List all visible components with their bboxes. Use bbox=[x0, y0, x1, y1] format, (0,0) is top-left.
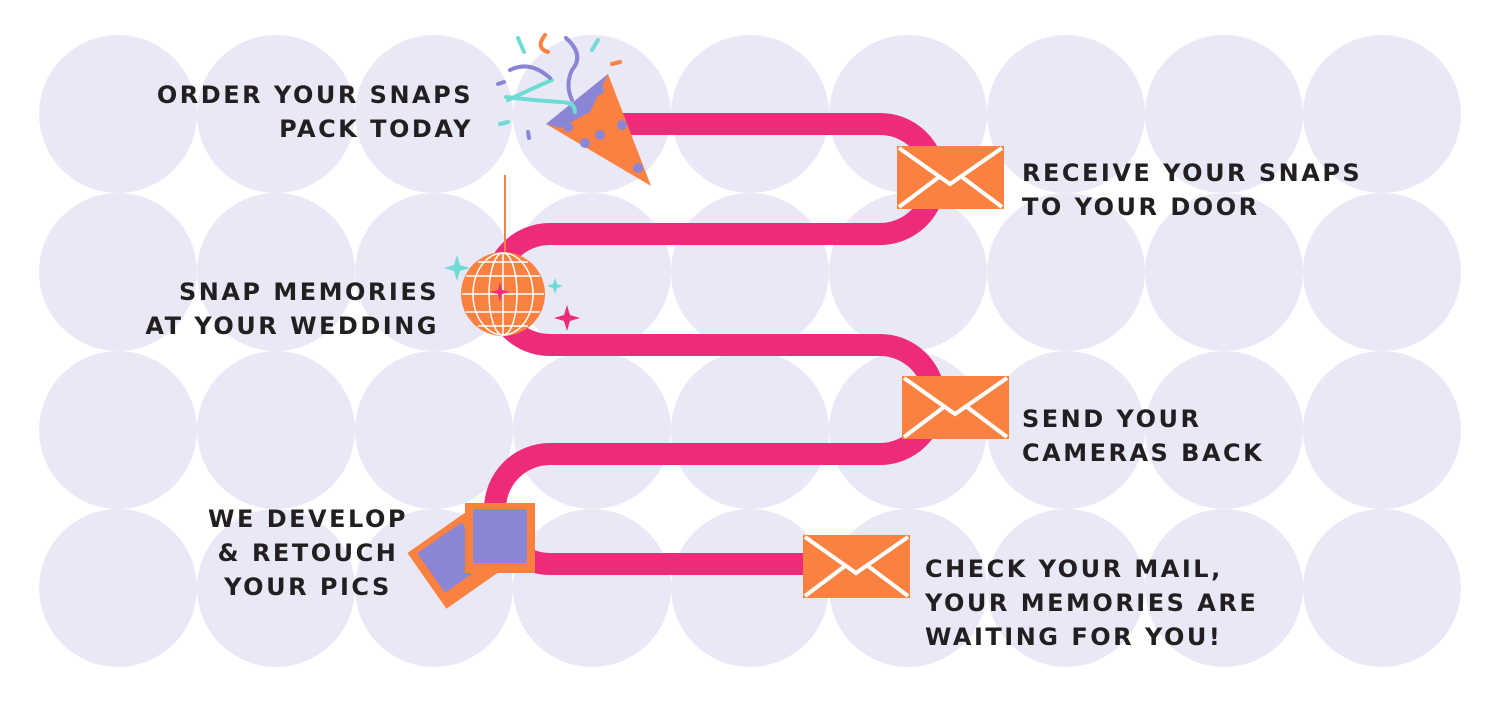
background-circle bbox=[39, 351, 197, 509]
step-receive-label: RECEIVE YOUR SNAPS TO YOUR DOOR bbox=[1022, 156, 1362, 224]
step-order-label: ORDER YOUR SNAPS PACK TODAY bbox=[157, 78, 473, 146]
background-circle bbox=[1303, 351, 1461, 509]
label-line: RECEIVE YOUR SNAPS bbox=[1022, 159, 1363, 187]
photos-icon bbox=[407, 503, 535, 609]
envelope-icon bbox=[803, 535, 910, 598]
label-line: SNAP MEMORIES bbox=[178, 278, 439, 306]
background-circle bbox=[1145, 351, 1303, 509]
background-circle bbox=[39, 509, 197, 667]
label-line: AT YOUR WEDDING bbox=[145, 312, 439, 340]
background-circle bbox=[987, 509, 1145, 667]
background-circle bbox=[355, 35, 513, 193]
background-circle bbox=[197, 351, 355, 509]
label-line: YOUR MEMORIES ARE bbox=[925, 589, 1259, 617]
background-circle bbox=[671, 509, 829, 667]
step-check-mail-label: CHECK YOUR MAIL, YOUR MEMORIES ARE WAITI… bbox=[925, 552, 1258, 654]
background-circle bbox=[1303, 35, 1461, 193]
label-line: WE DEVELOP bbox=[208, 505, 408, 533]
label-line: ORDER YOUR SNAPS bbox=[156, 81, 473, 109]
background-circle bbox=[355, 351, 513, 509]
label-line: TO YOUR DOOR bbox=[1022, 193, 1260, 221]
step-develop-label: WE DEVELOP & RETOUCH YOUR PICS bbox=[208, 502, 408, 604]
background-circle bbox=[39, 35, 197, 193]
label-line: CHECK YOUR MAIL, bbox=[925, 555, 1223, 583]
background-circle bbox=[1145, 193, 1303, 351]
background-circle bbox=[987, 351, 1145, 509]
envelope-icon bbox=[902, 376, 1009, 439]
background-circle bbox=[197, 193, 355, 351]
step-send-label: SEND YOUR CAMERAS BACK bbox=[1022, 402, 1264, 470]
background-circle bbox=[987, 193, 1145, 351]
step-snap-label: SNAP MEMORIES AT YOUR WEDDING bbox=[145, 275, 439, 343]
envelope-icon bbox=[897, 146, 1004, 209]
background-circle bbox=[1303, 193, 1461, 351]
background-circle bbox=[39, 193, 197, 351]
background-circle bbox=[197, 509, 355, 667]
label-line: PACK TODAY bbox=[279, 115, 473, 143]
background-circle bbox=[513, 509, 671, 667]
background-circle bbox=[671, 193, 829, 351]
background-circle bbox=[1145, 509, 1303, 667]
label-line: SEND YOUR bbox=[1022, 405, 1202, 433]
background-circle bbox=[1145, 35, 1303, 193]
background-circle bbox=[513, 351, 671, 509]
background-circle bbox=[1303, 509, 1461, 667]
disco-ball-icon bbox=[444, 175, 580, 336]
background-circle bbox=[671, 351, 829, 509]
background-circle bbox=[987, 35, 1145, 193]
label-line: WAITING FOR YOU! bbox=[925, 623, 1223, 651]
party-popper-icon bbox=[496, 33, 651, 186]
label-line: & RETOUCH bbox=[217, 539, 399, 567]
label-line: CAMERAS BACK bbox=[1022, 439, 1265, 467]
background-circle bbox=[197, 35, 355, 193]
label-line: YOUR PICS bbox=[224, 573, 392, 601]
